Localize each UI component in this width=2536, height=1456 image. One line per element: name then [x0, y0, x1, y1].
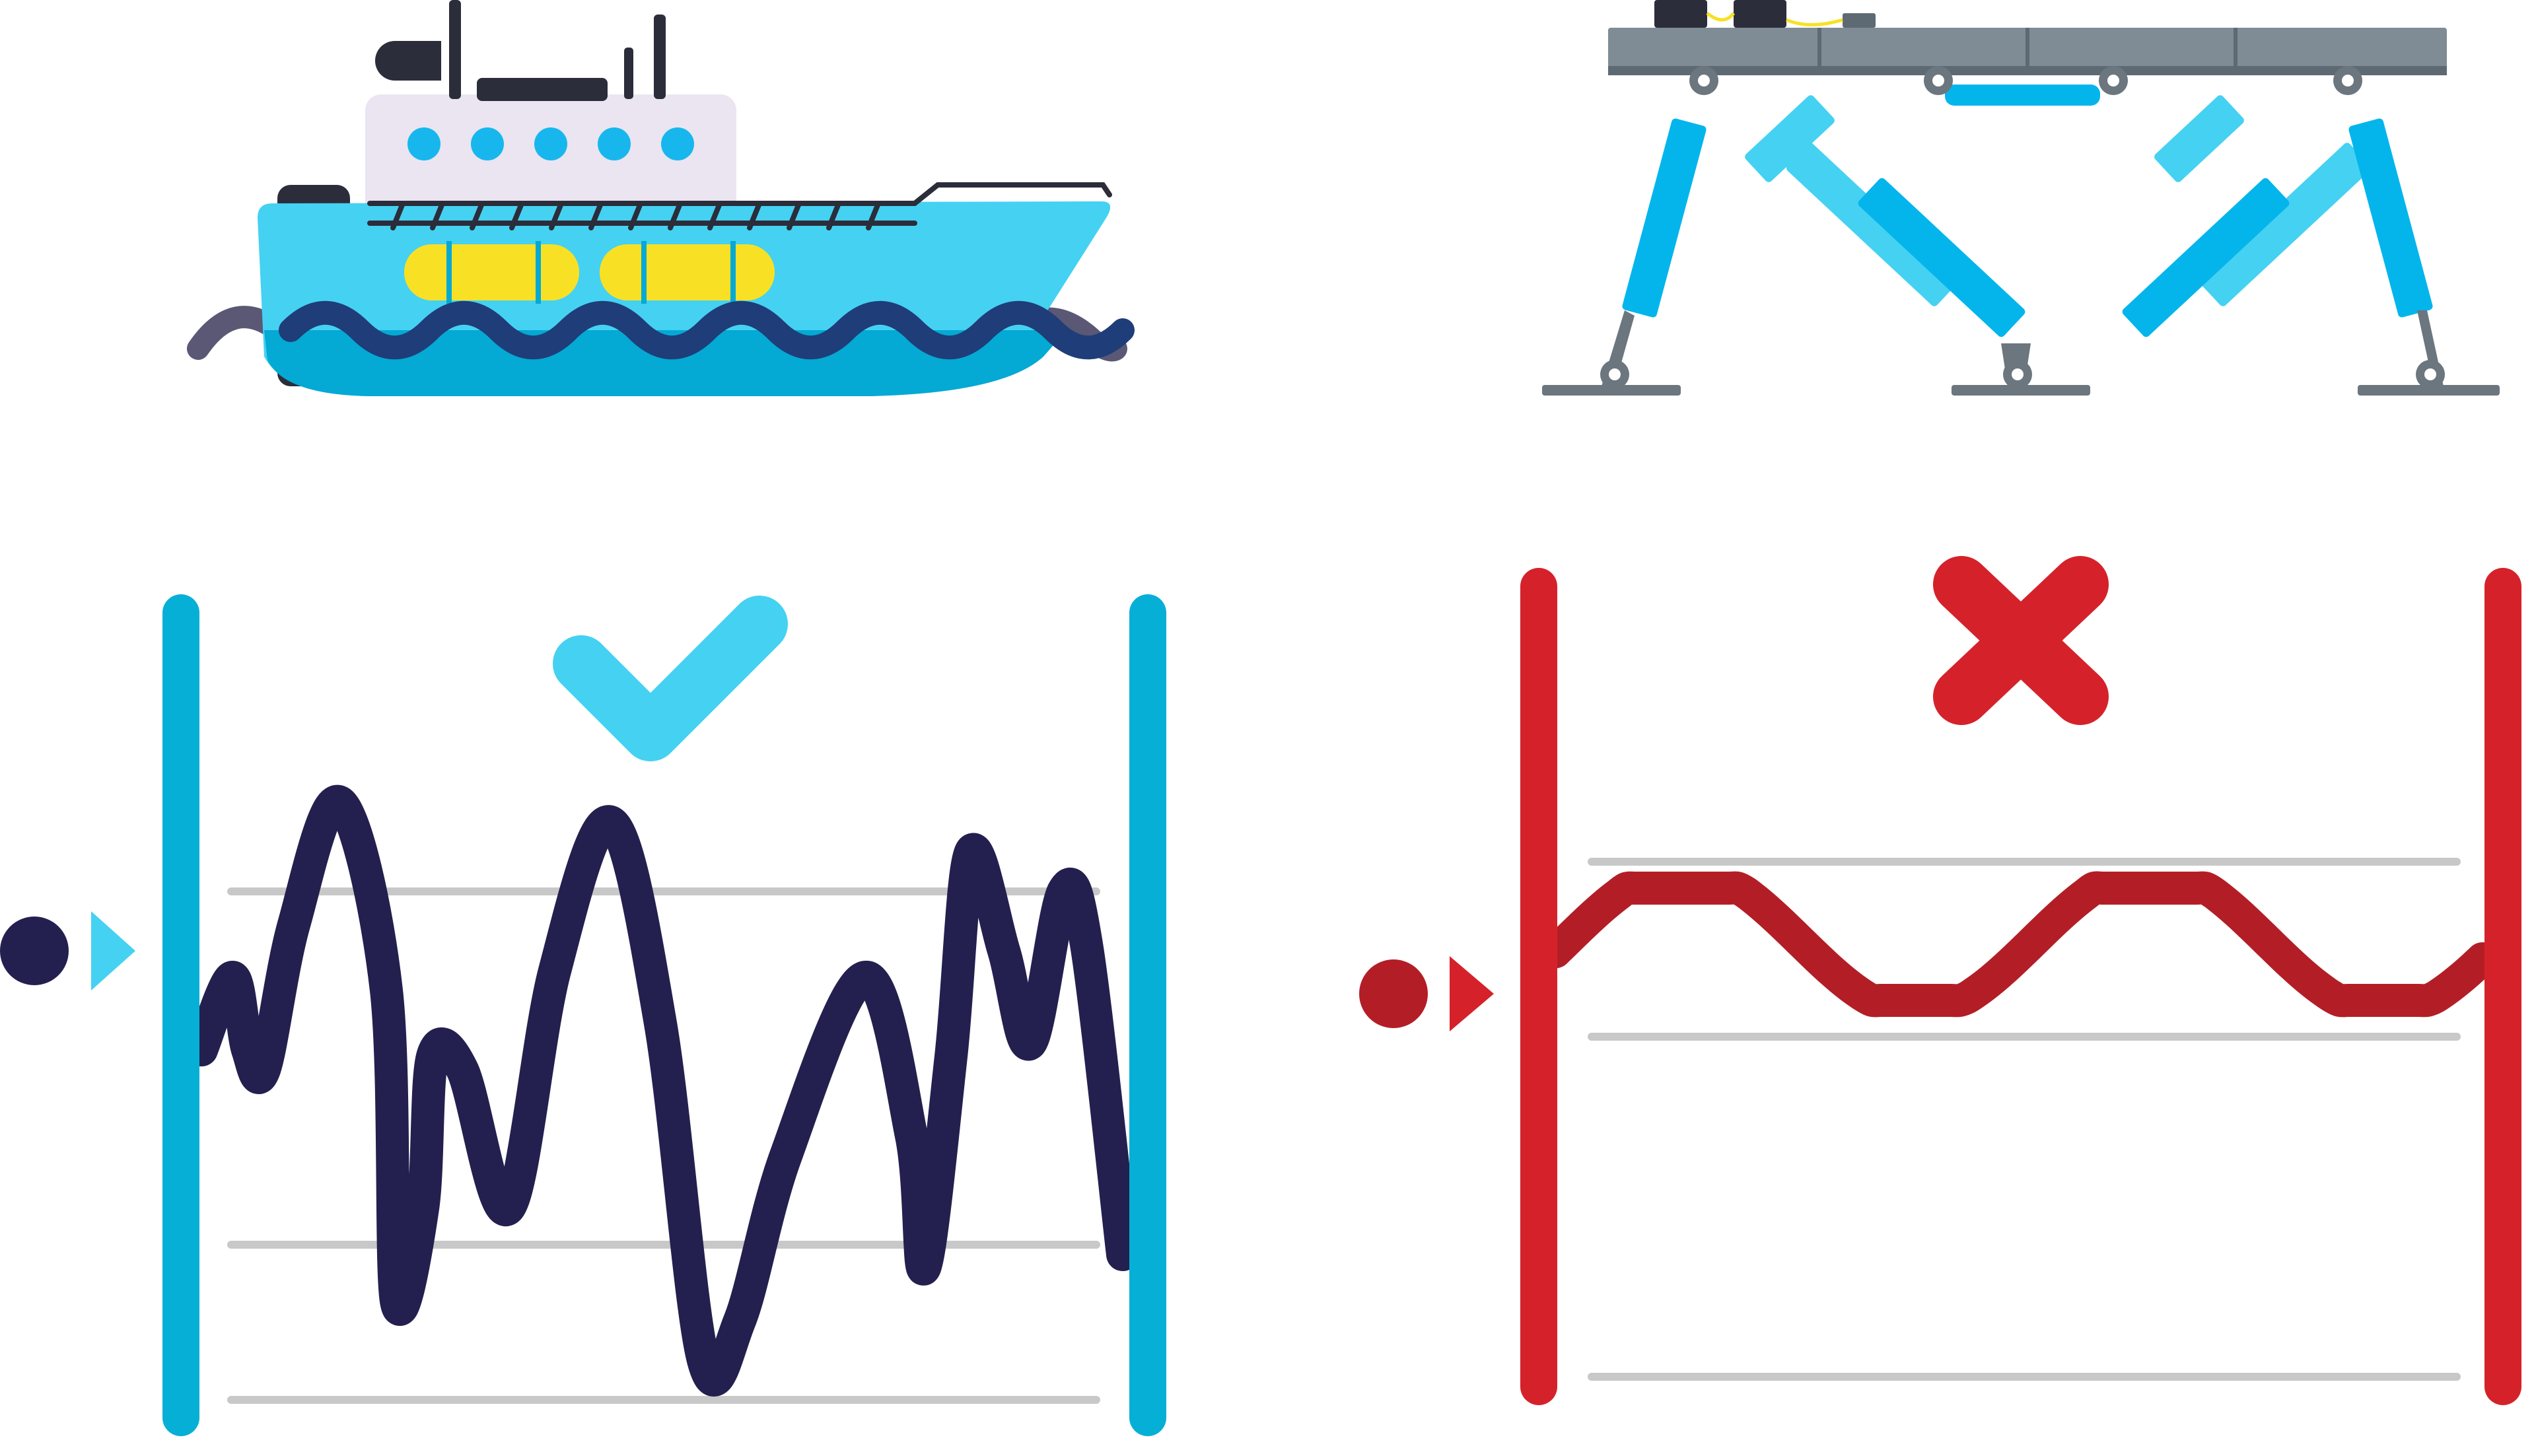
platform-deck-seams: [1817, 28, 2237, 73]
boat-mast-3: [624, 48, 633, 99]
regular-signal-wave: [1539, 871, 2499, 1018]
right-frame-bar-right: [2484, 568, 2521, 1405]
boat-horn: [375, 41, 441, 81]
right-input-arrow-icon: [1450, 956, 1494, 1031]
boat-lifeboats: [404, 241, 775, 304]
platform-feet: [1542, 385, 2500, 396]
boat-icon: [187, 0, 1135, 396]
boat-mast-2: [654, 15, 666, 99]
right-frame-bar-left: [1520, 568, 1557, 1405]
boat-mast: [449, 0, 461, 99]
left-frame-bar-left: [162, 594, 199, 1436]
left-signal-panel: [0, 594, 1166, 1436]
platform-legs-front: [1622, 118, 2433, 337]
irregular-signal-wave: [185, 784, 1139, 1397]
platform-base-joints: [1600, 310, 2445, 389]
right-guide-lines: [1588, 858, 2461, 1381]
platform-actuator-bar: [1945, 85, 2100, 106]
right-signal-panel: [1359, 556, 2521, 1405]
platform-legs-back: [1745, 95, 2371, 306]
left-input-dot: [0, 917, 69, 985]
boat-front-wave: [279, 300, 1135, 360]
left-frame-bar-right: [1129, 594, 1166, 1436]
motion-platform-icon: [1542, 0, 2500, 396]
boat-portholes: [407, 127, 694, 160]
boat-cabin-roof: [477, 78, 608, 101]
platform-equipment: [1654, 0, 1876, 28]
left-input-arrow-icon: [91, 911, 135, 990]
right-input-dot: [1359, 959, 1428, 1028]
platform-top-joints: [1689, 66, 2362, 95]
checkmark-icon: [553, 596, 788, 761]
boat-railing: [367, 182, 1112, 230]
cross-icon: [1933, 556, 2109, 725]
boat-hull-lower: [264, 330, 1067, 396]
